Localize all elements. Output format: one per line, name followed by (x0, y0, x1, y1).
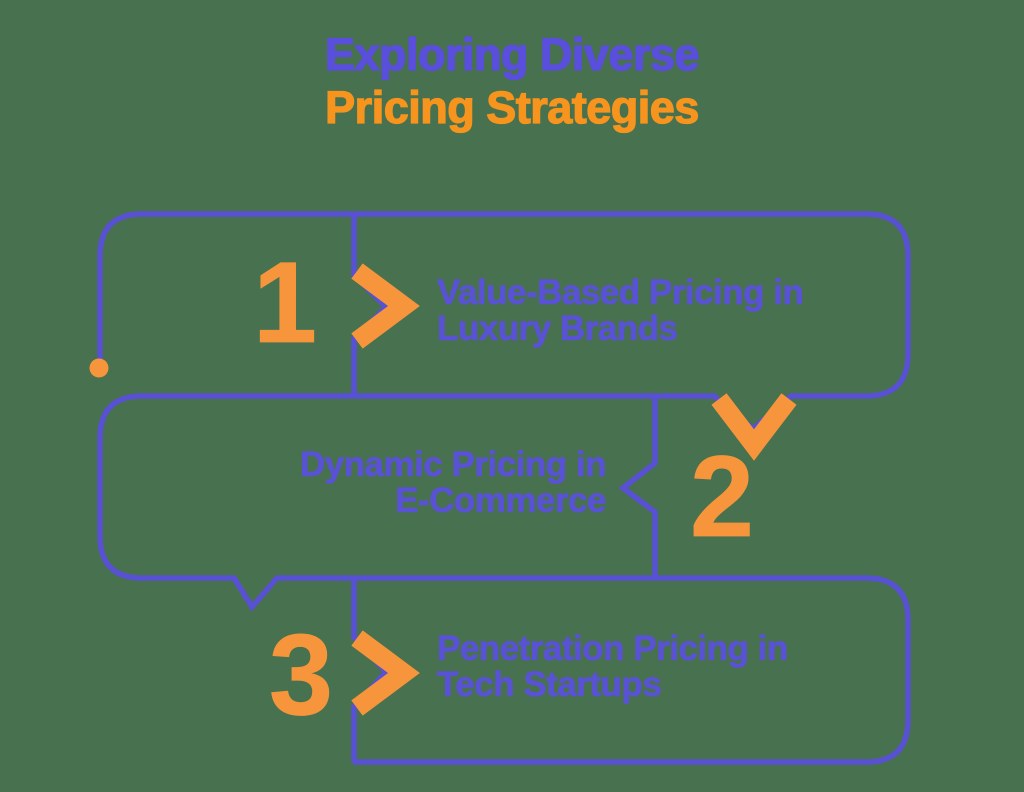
step-1-label-line2: Luxury Brands (437, 309, 679, 348)
start-dot-icon (89, 358, 109, 378)
step-1-number: 1 (253, 239, 318, 367)
step-2-number: 2 (690, 433, 755, 561)
step-3-label-line2: Tech Startups (437, 665, 662, 704)
title-line-1: Exploring Diverse (324, 28, 700, 80)
step-3-number: 3 (269, 611, 334, 739)
title-line-2: Pricing Strategies (325, 81, 700, 133)
chevron-right-icon (351, 630, 420, 716)
page-title: Exploring Diverse Pricing Strategies (0, 28, 1024, 134)
step-1-label: Value-Based Pricing in Luxury Brands (437, 273, 804, 348)
flow-path (97, 211, 911, 765)
step-3-label-line1: Penetration Pricing in (437, 629, 789, 668)
chevron-right-icon (351, 263, 420, 349)
step-2-label-line2: E-Commerce (395, 481, 607, 520)
divider-box2 (618, 396, 658, 578)
step-2-label: Dynamic Pricing in E-Commerce (206, 445, 607, 520)
chevron-down-icon (711, 393, 797, 461)
divider-box3 (351, 578, 390, 762)
step-1-label-line1: Value-Based Pricing in (437, 273, 804, 312)
divider-box1 (351, 214, 390, 396)
step-3-label: Penetration Pricing in Tech Startups (437, 629, 789, 704)
step-2-label-line1: Dynamic Pricing in (299, 445, 607, 484)
